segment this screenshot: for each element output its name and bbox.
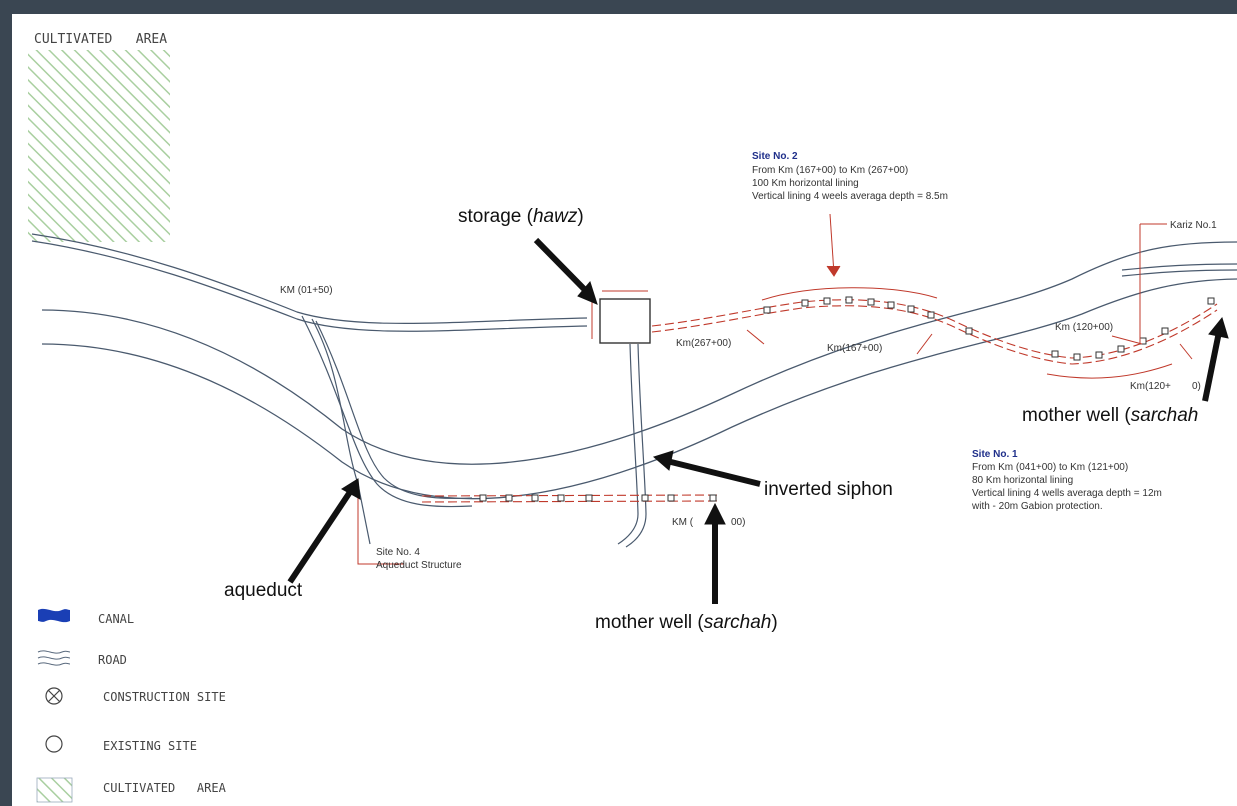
legend-item-existing-site: EXISTING SITE — [45, 735, 197, 753]
cultivated-area-top-label: CULTIVATED AREA — [34, 32, 167, 47]
storage-annotation: storage (hawz) — [458, 206, 584, 227]
inverted-siphon-annotation: inverted siphon — [764, 479, 893, 500]
lower-kariz-channel — [421, 494, 718, 503]
legend-label: CONSTRUCTION SITE — [103, 690, 226, 704]
legend-item-construction-site: CONSTRUCTION SITE — [45, 687, 226, 705]
legend-label: CULTIVATED AREA — [103, 781, 227, 795]
site2-line: Vertical lining 4 weels averaga depth = … — [752, 191, 948, 202]
kariz-wells — [763, 296, 1215, 361]
site4-line: Site No. 4 — [376, 547, 420, 558]
legend-label: ROAD — [98, 653, 127, 667]
road-icon — [37, 650, 71, 666]
km-bottom-label-a: KM ( — [672, 517, 694, 528]
cultivated-area-hatch — [28, 50, 170, 242]
site2-line: From Km (167+00) to Km (267+00) — [752, 165, 908, 176]
road-upper — [31, 233, 588, 332]
river — [41, 241, 1237, 500]
legend-label: CANAL — [98, 612, 134, 626]
existing-site-icon — [45, 735, 63, 753]
road-branch — [301, 315, 473, 545]
aqueduct-annotation: aqueduct — [224, 580, 303, 601]
km-120-bottom-label-a: Km(120+ — [1130, 381, 1171, 392]
km-120-bottom-label-b: 0) — [1192, 381, 1201, 392]
site4-line: Aqueduct Structure — [376, 560, 462, 571]
km-167-label: Km(167+00) — [827, 343, 882, 354]
site1-line: 80 Km horizontal lining — [972, 475, 1073, 486]
cultivated-area-icon — [36, 777, 73, 803]
site1-line: Vertical lining 4 wells averaga depth = … — [972, 488, 1162, 499]
canal-icon — [38, 608, 70, 623]
site2-text: Site No. 2 From Km (167+00) to Km (267+0… — [752, 151, 948, 202]
km-01-50-label: KM (01+50) — [280, 285, 333, 296]
kariz-label: Kariz No.1 — [1170, 220, 1217, 231]
km-bottom-label-b: 00) — [731, 517, 745, 528]
site1-line: with - 20m Gabion protection. — [971, 501, 1103, 512]
lower-kariz-wells — [479, 494, 717, 502]
kariz-channel — [651, 299, 1218, 365]
road-upper-right — [1121, 263, 1237, 277]
site1-title: Site No. 1 — [972, 449, 1018, 460]
mother-well-right-annotation: mother well (sarchah — [1022, 405, 1198, 426]
construction-site-icon — [45, 687, 63, 705]
legend-label: EXISTING SITE — [103, 739, 197, 753]
site1-text: Site No. 1 From Km (041+00) to Km (121+0… — [971, 449, 1162, 512]
diagram-canvas: CULTIVATED AREA — [12, 14, 1237, 806]
legend: CANAL ROAD CONSTRUCTION SITE EXISTING SI… — [36, 608, 227, 803]
storage-box — [599, 298, 651, 344]
km-267-label: Km(267+00) — [676, 338, 731, 349]
callout-arrows — [287, 237, 1229, 604]
road-storage-down — [617, 343, 647, 548]
km-120-top-label: Km (120+00) — [1055, 322, 1113, 333]
site4-text: Site No. 4 Aqueduct Structure — [376, 547, 462, 571]
mother-well-bottom-annotation: mother well (sarchah) — [595, 612, 778, 633]
site1-bracket — [1046, 223, 1193, 379]
legend-item-canal: CANAL — [38, 608, 134, 626]
legend-item-cultivated-area: CULTIVATED AREA — [36, 777, 227, 803]
site2-bracket — [746, 213, 938, 355]
site2-line: 100 Km horizontal lining — [752, 178, 859, 189]
site4-leader — [357, 484, 404, 565]
legend-item-road: ROAD — [37, 650, 127, 667]
site1-line: From Km (041+00) to Km (121+00) — [972, 462, 1128, 473]
site-map-diagram: CULTIVATED AREA — [28, 32, 1237, 803]
site2-title: Site No. 2 — [752, 151, 798, 162]
